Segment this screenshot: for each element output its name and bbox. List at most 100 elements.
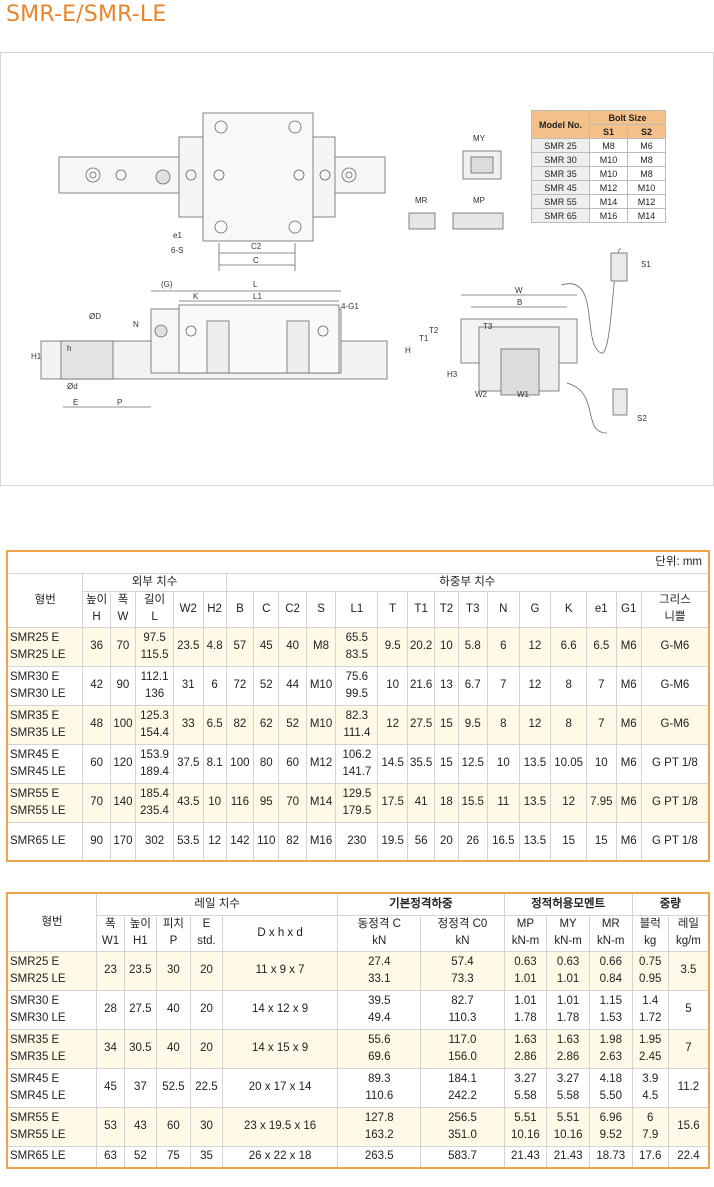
label-b: B <box>517 298 522 307</box>
t1-cell-w2: 53.5 <box>173 821 204 862</box>
t2-cell-c: 127.8 163.2 <box>337 1106 422 1147</box>
unit-label: 단위: mm <box>6 550 710 574</box>
t2-cell-dhd: 14 x 15 x 9 <box>221 1028 339 1069</box>
t2-cell-mp: 3.27 5.58 <box>503 1067 548 1108</box>
t1-cell-grease: G-M6 <box>640 704 710 745</box>
t1-cell-c: 62 <box>253 704 280 745</box>
t1-cell-t2: 13 <box>434 665 459 706</box>
t1-cell-e1: 10 <box>586 743 617 784</box>
t1-cell-c2: 40 <box>278 626 307 667</box>
t1-cell-t: 17.5 <box>377 782 408 823</box>
t1-cell-w: 100 <box>109 704 137 745</box>
t1-col-header: T2 <box>434 590 459 628</box>
t2-cell-e: 30 <box>189 1106 223 1147</box>
t2-col-header: E std. <box>189 914 223 952</box>
t1-cell-k: 15 <box>550 821 588 862</box>
t2-cell-block: 1.4 1.72 <box>631 989 669 1030</box>
t1-cell-t3: 15.5 <box>457 782 489 823</box>
t1-cell-t3: 9.5 <box>457 704 489 745</box>
t1-cell-e1: 6.5 <box>586 626 617 667</box>
label-h1: H1 <box>31 352 42 361</box>
t1-cell-l: 302 <box>135 821 175 862</box>
bolt-size-header: Bolt Size <box>589 110 666 125</box>
t1-cell-k: 12 <box>550 782 588 823</box>
label-phid-big: ØD <box>89 312 101 321</box>
t2-cell-h1: 30.5 <box>123 1028 157 1069</box>
bolt-model-cell: SMR 55 <box>531 194 590 209</box>
t2-cell-block: 0.75 0.95 <box>631 950 669 991</box>
t1-cell-g1: M6 <box>615 665 642 706</box>
bolt-s2-cell: M14 <box>627 208 666 223</box>
t1-cell-l1: 65.5 83.5 <box>335 626 379 667</box>
label-w: W <box>515 286 523 295</box>
label-e1: e1 <box>173 231 182 240</box>
t1-cell-w2: 37.5 <box>173 743 204 784</box>
t1-cell-c2: 44 <box>278 665 307 706</box>
label-s2: S2 <box>637 414 647 423</box>
t1-cell-w2: 43.5 <box>173 782 204 823</box>
t2-col-header: 레일 kg/m <box>667 914 710 952</box>
t1-col-header: 높이 H <box>82 590 111 628</box>
t2-cell-model: SMR30 E SMR30 LE <box>6 989 98 1030</box>
t2-cell-mr: 18.73 <box>588 1145 633 1169</box>
t1-model-header: 형번 <box>6 572 84 628</box>
load-part-header: 하중부 치수 <box>225 572 710 592</box>
t1-cell-s: M8 <box>305 626 337 667</box>
t1-cell-n: 7 <box>487 665 520 706</box>
label-h: h <box>67 344 71 353</box>
t1-cell-h2: 6 <box>202 665 227 706</box>
t1-cell-t3: 26 <box>457 821 489 862</box>
t1-cell-c2: 82 <box>278 821 307 862</box>
t1-cell-e1: 7.95 <box>586 782 617 823</box>
bolt-model-cell: SMR 45 <box>531 180 590 195</box>
t1-cell-g: 13.5 <box>518 782 552 823</box>
t2-cell-w1: 34 <box>96 1028 125 1069</box>
t1-cell-t3: 12.5 <box>457 743 489 784</box>
t1-cell-w: 140 <box>109 782 137 823</box>
t2-col-header: MR kN-m <box>588 914 633 952</box>
t1-cell-l1: 230 <box>335 821 379 862</box>
t1-cell-g: 12 <box>518 704 552 745</box>
t1-cell-e1: 15 <box>586 821 617 862</box>
t1-cell-n: 16.5 <box>487 821 520 862</box>
t2-col-header: 폭 W1 <box>96 914 125 952</box>
t2-cell-p: 40 <box>155 1028 191 1069</box>
t1-col-header: N <box>487 590 520 628</box>
t2-cell-my: 1.01 1.78 <box>546 989 590 1030</box>
t2-cell-model: SMR45 E SMR45 LE <box>6 1067 98 1108</box>
t2-cell-w1: 63 <box>96 1145 125 1169</box>
t1-cell-t1: 20.2 <box>406 626 436 667</box>
t2-cell-p: 60 <box>155 1106 191 1147</box>
t1-col-header: L1 <box>335 590 379 628</box>
t2-cell-dhd: 14 x 12 x 9 <box>221 989 339 1030</box>
t1-cell-t: 14.5 <box>377 743 408 784</box>
t1-cell-w: 90 <box>109 665 137 706</box>
bolt-model-cell: SMR 35 <box>531 166 590 181</box>
t2-cell-c: 55.6 69.6 <box>337 1028 422 1069</box>
t2-cell-model: SMR55 E SMR55 LE <box>6 1106 98 1147</box>
t1-cell-s: M12 <box>305 743 337 784</box>
t1-cell-g1: M6 <box>615 704 642 745</box>
t1-cell-b: 100 <box>225 743 255 784</box>
t1-cell-l1: 129.5 179.5 <box>335 782 379 823</box>
t1-col-header: G1 <box>615 590 642 628</box>
label-h3: H3 <box>447 370 458 379</box>
label-c2: C2 <box>251 242 262 251</box>
t1-cell-w2: 31 <box>173 665 204 706</box>
t2-col-header: 피치 P <box>155 914 191 952</box>
t2-col-header: 동정격 C kN <box>337 914 422 952</box>
t2-cell-e: 35 <box>189 1145 223 1169</box>
t1-cell-c: 52 <box>253 665 280 706</box>
t2-cell-rail: 7 <box>667 1028 710 1069</box>
t2-cell-p: 40 <box>155 989 191 1030</box>
t2-cell-mr: 1.15 1.53 <box>588 989 633 1030</box>
t2-cell-my: 0.63 1.01 <box>546 950 590 991</box>
t1-cell-k: 10.05 <box>550 743 588 784</box>
t2-cell-block: 6 7.9 <box>631 1106 669 1147</box>
